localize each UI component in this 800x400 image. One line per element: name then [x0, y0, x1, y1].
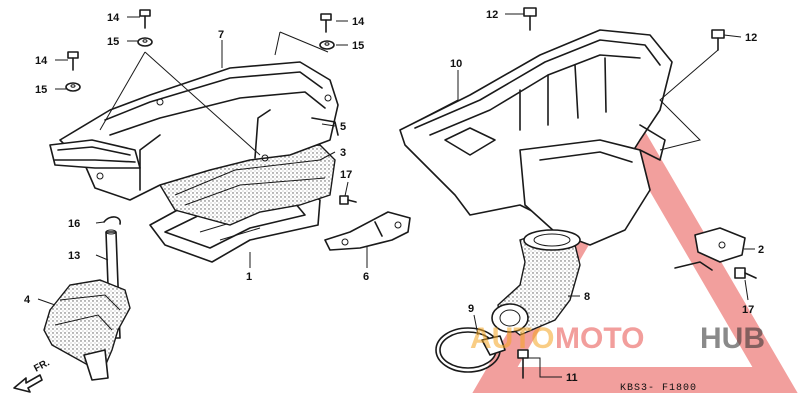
mounting-bracket [324, 211, 411, 251]
callout-12-a: 12 [486, 9, 498, 21]
leader-lines [37, 13, 755, 378]
callout-15-c: 15 [352, 40, 364, 52]
air-cleaner-case [399, 29, 673, 246]
washer-15-b [65, 82, 81, 92]
callout-9: 9 [468, 303, 474, 315]
washer-15-a [137, 37, 153, 47]
callout-17-a: 17 [340, 169, 352, 181]
tube-clip [103, 216, 121, 225]
callout-17-b: 17 [742, 304, 754, 316]
callout-3: 3 [340, 147, 346, 159]
watermark-moto: MOTO [555, 322, 644, 355]
callout-numbers: 14 15 14 15 14 15 7 5 3 1 16 13 4 6 17 1… [24, 9, 764, 384]
callout-16: 16 [68, 218, 80, 230]
callout-14-b: 14 [35, 55, 48, 67]
bolt-14-c [320, 13, 332, 33]
screw-17-a [339, 195, 357, 205]
bolt-14-b [67, 51, 79, 71]
right-bracket [674, 227, 746, 271]
callout-8: 8 [584, 291, 590, 303]
hose-clamp [435, 327, 506, 373]
front-direction-arrow: FR. [13, 357, 52, 393]
watermark-hub: HUB [700, 322, 765, 355]
connecting-tube [491, 229, 581, 336]
air-cleaner-cover [49, 61, 339, 201]
callout-15-b: 15 [35, 84, 47, 96]
watermark-auto: AUTO [470, 322, 554, 355]
front-direction-label: FR. [32, 357, 52, 374]
callout-15-a: 15 [107, 36, 119, 48]
callout-7: 7 [218, 29, 224, 41]
intake-duct [43, 279, 131, 381]
washer-15-c [319, 40, 335, 50]
bolt-14-a [139, 9, 151, 29]
callout-12-b: 12 [745, 32, 757, 44]
diagram-code: KBS3- F1800 [620, 383, 697, 394]
bolt-12-b [711, 29, 725, 51]
callout-5: 5 [340, 121, 346, 133]
screw-17-b [734, 267, 757, 279]
callout-2: 2 [758, 244, 764, 256]
callout-1: 1 [246, 271, 252, 283]
callout-14-a: 14 [107, 12, 120, 24]
callout-10: 10 [450, 58, 462, 70]
callout-13: 13 [68, 250, 80, 262]
cover-gasket [311, 117, 339, 136]
callout-14-c: 14 [352, 16, 365, 28]
callout-4: 4 [24, 294, 31, 306]
callout-6: 6 [363, 271, 369, 283]
bolt-12-a [523, 7, 537, 31]
callout-11: 11 [566, 372, 578, 384]
clamp-screw [517, 349, 529, 379]
watermark-text: AUTO MOTO HUB [470, 322, 765, 355]
